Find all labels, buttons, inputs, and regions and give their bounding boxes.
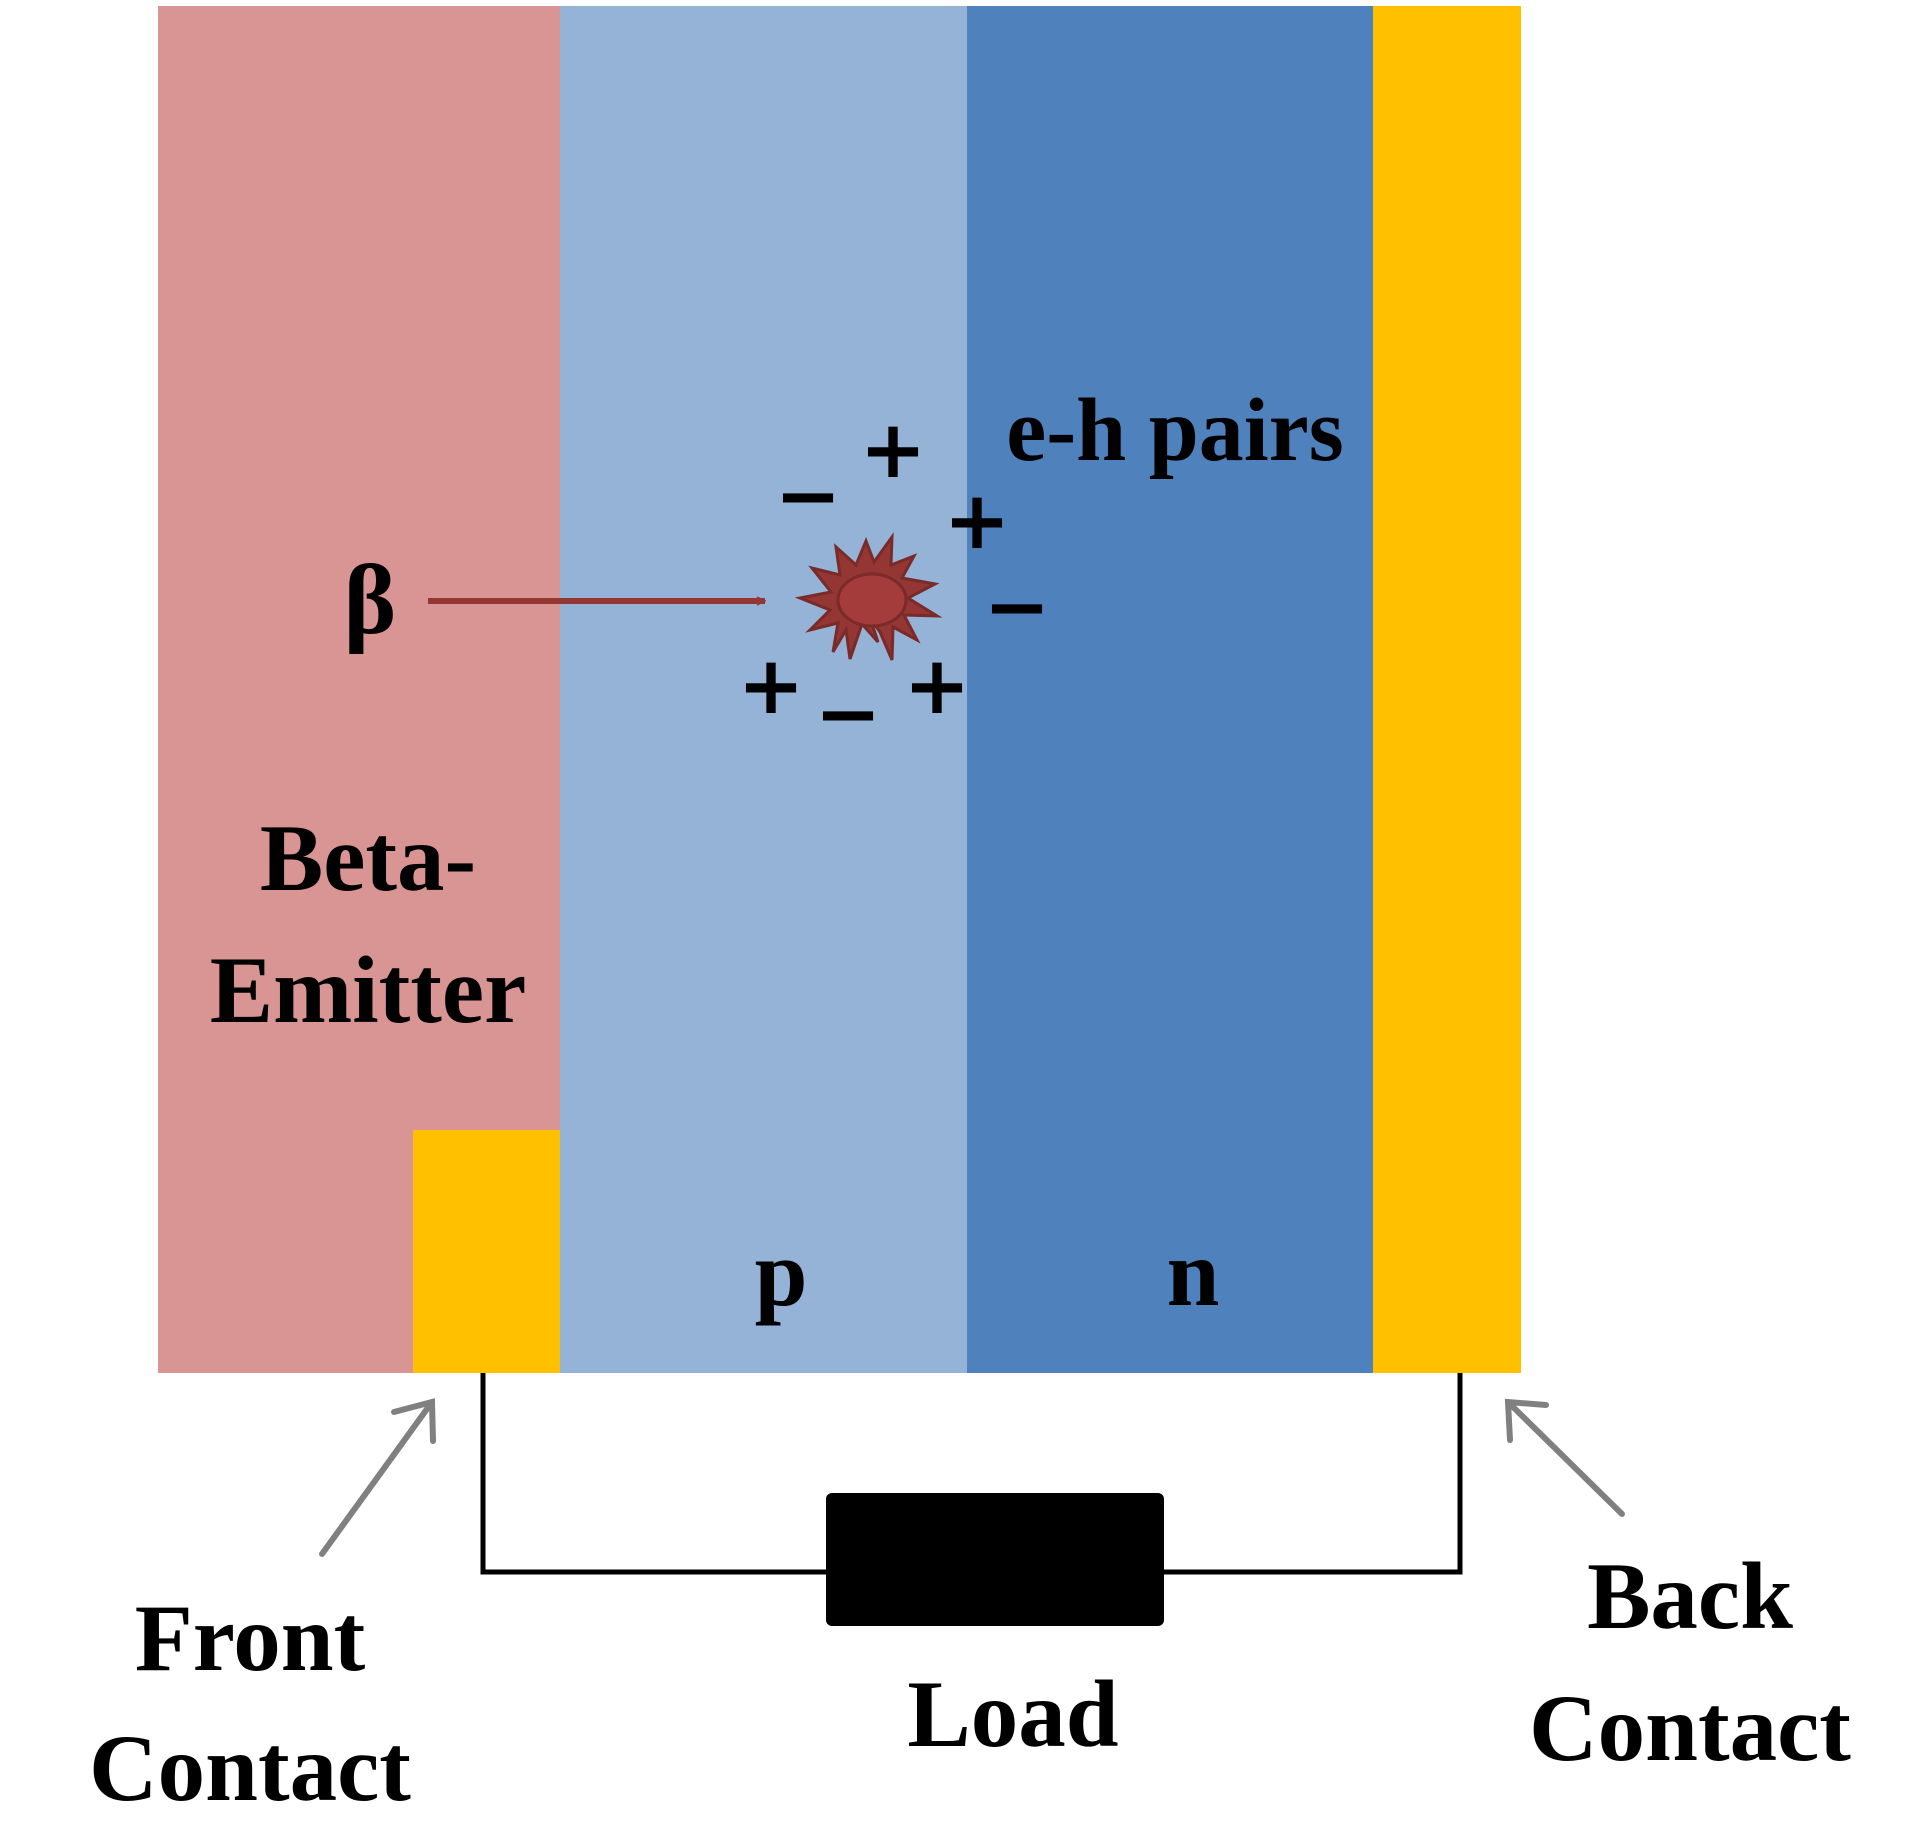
circuit-wire-right: [1163, 1373, 1463, 1575]
p-region-label: p: [755, 1220, 808, 1326]
load-label: Load: [907, 1661, 1118, 1767]
back-contact-pointer: [1504, 1398, 1625, 1517]
charge-plus-2: +: [943, 474, 1010, 567]
charge-plus-1: +: [859, 403, 926, 496]
charge-plus-4: +: [903, 639, 970, 732]
n-region-layer: [967, 6, 1373, 1373]
front-contact-label-line2: Contact: [89, 1715, 411, 1821]
back-contact-label-line1: Back: [1587, 1543, 1793, 1649]
charge-minus-1: −: [774, 449, 841, 542]
charge-minus-2: −: [983, 560, 1050, 653]
back-contact-label-line2: Contact: [1529, 1675, 1851, 1781]
n-region-label: n: [1167, 1220, 1220, 1326]
front-contact-label-line1: Front: [135, 1585, 366, 1691]
circuit-wire-left: [480, 1373, 828, 1575]
charge-minus-3: −: [814, 667, 881, 760]
beta-symbol: β: [344, 544, 397, 655]
back-contact-layer: [1373, 6, 1521, 1373]
beta-emitter-label-line2: Emitter: [210, 937, 527, 1043]
front-contact-pad: [413, 1130, 560, 1373]
p-region-layer: [560, 6, 967, 1373]
load-resistor: [826, 1493, 1164, 1626]
interaction-core: [836, 572, 908, 628]
front-contact-pointer: [319, 1398, 436, 1557]
beta-emitter-label-line1: Beta-: [260, 805, 476, 911]
eh-pairs-label: e-h pairs: [1006, 381, 1344, 480]
charge-plus-3: +: [737, 639, 804, 732]
